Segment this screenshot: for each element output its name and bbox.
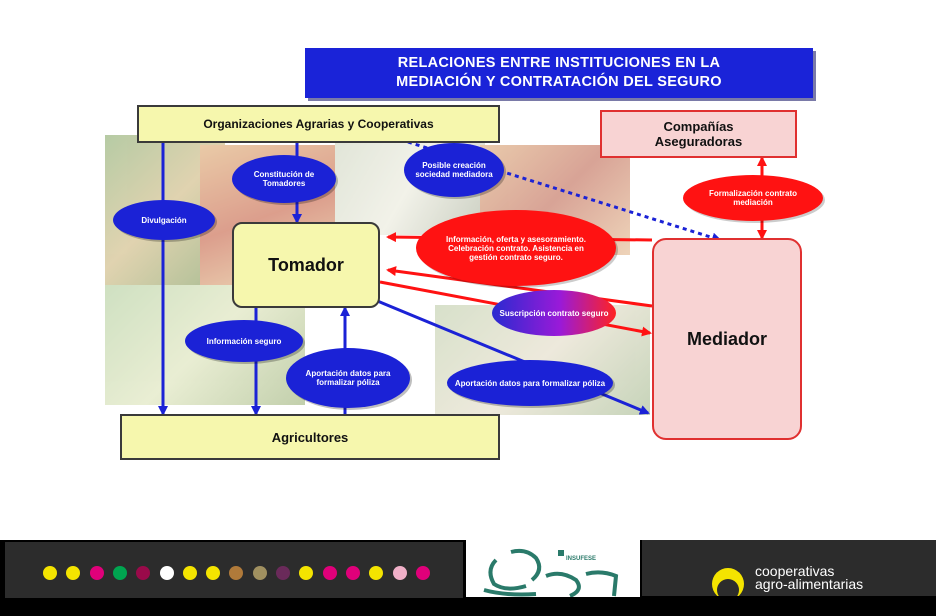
insufese-logo: INSUFESE: [466, 540, 640, 597]
node-agricultores: Agricultores: [120, 414, 500, 460]
node-tomador-label: Tomador: [268, 254, 344, 275]
label-posible: Posible creación sociedad mediadora: [404, 143, 504, 197]
node-organizaciones-label: Organizaciones Agrarias y Cooperativas: [203, 117, 434, 131]
footer-dot: [43, 566, 57, 580]
footer-dot: [182, 566, 197, 580]
footer-dot: [276, 566, 290, 580]
label-formalizacion-text: Formalización contrato mediación: [708, 189, 797, 207]
footer-dot: [369, 566, 384, 580]
footer-dot: [229, 566, 244, 580]
footer-dot: [89, 566, 104, 580]
footer-dot: [322, 566, 337, 580]
footer-dot: [159, 566, 174, 580]
footer-dot: [415, 566, 430, 580]
label-constitucion-text: Constitución de Tomadores: [253, 170, 315, 188]
node-agricultores-label: Agricultores: [271, 429, 349, 445]
node-companias: Compañías Aseguradoras: [600, 110, 797, 158]
label-suscripcion: Suscripción contrato seguro: [492, 290, 616, 336]
node-companias-line-1: Compañías: [663, 119, 734, 134]
label-informacion-seguro: Información seguro: [185, 320, 303, 362]
label-informacion-oferta-text: Información, oferta y asesoramiento. Cel…: [445, 234, 587, 262]
label-aportacion-mediador: Aportación datos para formalizar póliza: [447, 360, 613, 406]
cooperativas-line-2: agro-alimentarias: [755, 576, 864, 592]
footer-dot: [66, 566, 81, 580]
footer-dot: [206, 566, 221, 580]
cooperativas-logo-icon: [712, 568, 744, 596]
cooperativas-logo-text: cooperativas agro-alimentarias: [755, 563, 864, 592]
label-suscripcion-text: Suscripción contrato seguro: [499, 308, 609, 318]
title-line-1: RELACIONES ENTRE INSTITUCIONES EN LA: [397, 55, 721, 71]
node-mediador: Mediador: [652, 238, 802, 440]
node-tomador: Tomador: [232, 222, 380, 308]
label-aportacion-tomador: Aportación datos para formalizar póliza: [286, 348, 410, 408]
arrow-mediador-to-tomador-lower: [386, 266, 653, 308]
footer-dot: [252, 566, 267, 580]
insufese-logo-text: INSUFESE: [566, 556, 597, 562]
node-organizaciones: Organizaciones Agrarias y Cooperativas: [137, 105, 500, 143]
label-formalizacion: Formalización contrato mediación: [683, 175, 823, 221]
footer-dot: [112, 566, 127, 580]
arrow-org-to-mediador-dotted: [407, 140, 722, 243]
label-posible-text: Posible creación sociedad mediadora: [415, 161, 493, 179]
label-informacion-oferta: Información, oferta y asesoramiento. Cel…: [416, 210, 616, 286]
title-line-2: MEDIACIÓN Y CONTRATACIÓN DEL SEGURO: [396, 74, 722, 90]
cooperativas-line-1: cooperativas: [755, 563, 835, 579]
cooperativas-logo-box: [642, 540, 936, 596]
slide: RELACIONES ENTRE INSTITUCIONES EN LA MED…: [105, 48, 823, 460]
node-companias-line-2: Aseguradoras: [654, 134, 743, 149]
label-informacion-seguro-text: Información seguro: [206, 336, 282, 346]
label-aportacion-mediador-text: Aportación datos para formalizar póliza: [454, 378, 606, 388]
insufese-logo-graphic: [483, 548, 619, 597]
footer-dot: [345, 566, 360, 580]
label-constitucion: Constitución de Tomadores: [232, 155, 336, 203]
label-aportacion-tomador-text: Aportación datos para formalizar póliza: [305, 369, 391, 387]
footer-dot: [392, 566, 407, 580]
diagram-title: RELACIONES ENTRE INSTITUCIONES EN LA MED…: [305, 48, 813, 98]
label-divulgacion: Divulgación: [113, 200, 215, 240]
node-mediador-label: Mediador: [686, 328, 767, 349]
footer-dot: [136, 566, 151, 580]
label-divulgacion-text: Divulgación: [141, 215, 187, 225]
footer-dot: [299, 566, 314, 580]
